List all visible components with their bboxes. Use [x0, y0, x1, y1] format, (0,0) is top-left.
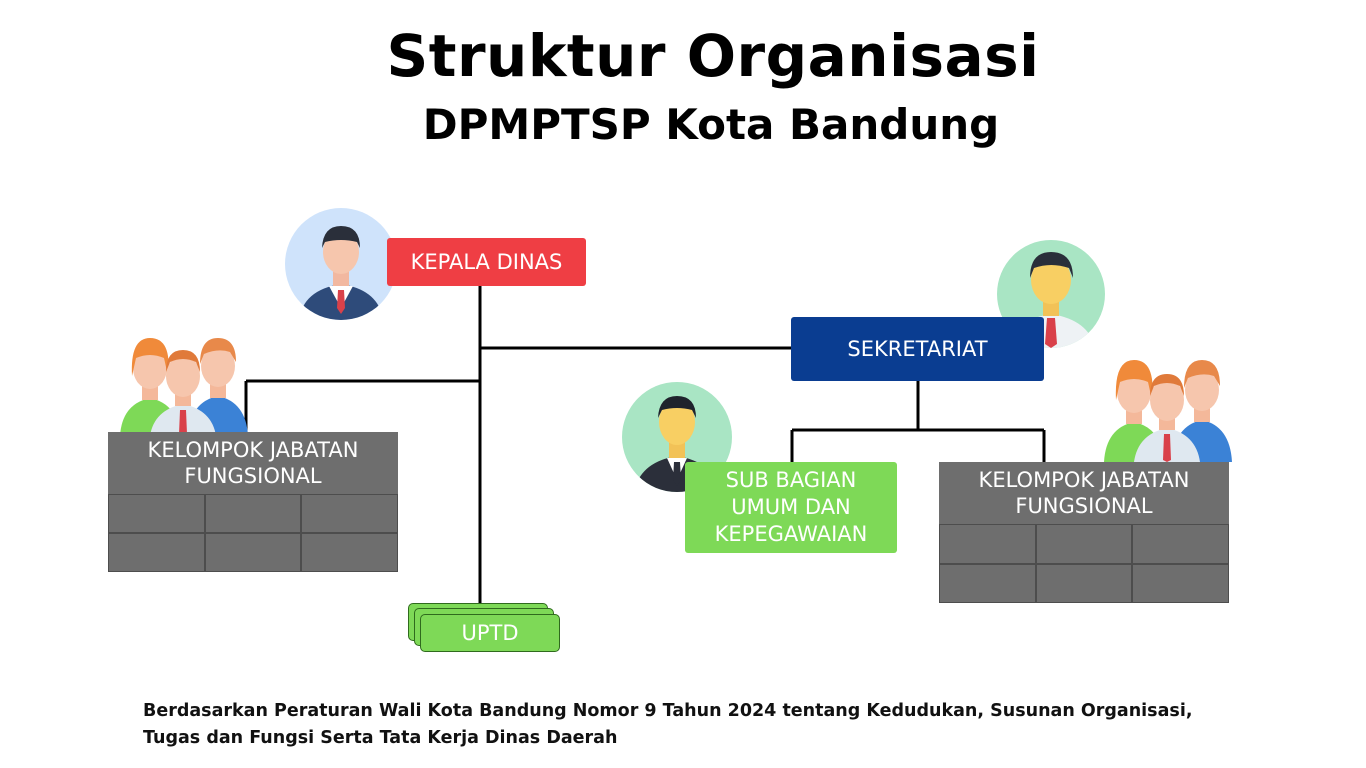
kelompok-left-text: KELOMPOK JABATAN FUNGSIONAL [147, 437, 359, 488]
node-kelompok-jabatan-right-label: KELOMPOK JABATAN FUNGSIONAL [939, 462, 1229, 524]
page-title: Struktur Organisasi [386, 22, 1040, 90]
node-uptd: UPTD [408, 603, 564, 655]
node-kepala-dinas-label: KEPALA DINAS [410, 249, 563, 274]
footnote-line-1: Berdasarkan Peraturan Wali Kota Bandung … [143, 701, 1193, 721]
node-kelompok-jabatan-right: KELOMPOK JABATAN FUNGSIONAL [939, 462, 1229, 603]
node-kelompok-jabatan-left-label: KELOMPOK JABATAN FUNGSIONAL [108, 432, 398, 494]
uptd-card-front: UPTD [420, 614, 560, 652]
node-uptd-label: UPTD [461, 621, 519, 645]
manager-avatar-icon [285, 208, 397, 320]
node-sub-bagian-label: SUB BAGIAN UMUM DAN KEPEGAWAIAN [714, 468, 868, 546]
kelompok-right-text: KELOMPOK JABATAN FUNGSIONAL [978, 467, 1190, 518]
group-people-icon [1104, 360, 1232, 462]
group-people-icon [120, 338, 248, 436]
node-sekretariat: SEKRETARIAT [791, 317, 1044, 381]
page-subtitle: DPMPTSP Kota Bandung [422, 100, 1000, 149]
kelompok-right-grid [939, 524, 1229, 603]
node-sub-bagian: SUB BAGIAN UMUM DAN KEPEGAWAIAN [685, 462, 897, 553]
node-kepala-dinas: KEPALA DINAS [387, 238, 586, 286]
kelompok-left-grid [108, 494, 398, 572]
node-sekretariat-label: SEKRETARIAT [847, 336, 988, 361]
node-kelompok-jabatan-left: KELOMPOK JABATAN FUNGSIONAL [108, 432, 398, 572]
footnote: Berdasarkan Peraturan Wali Kota Bandung … [143, 698, 1243, 752]
footnote-line-2: Tugas dan Fungsi Serta Tata Kerja Dinas … [143, 728, 618, 748]
